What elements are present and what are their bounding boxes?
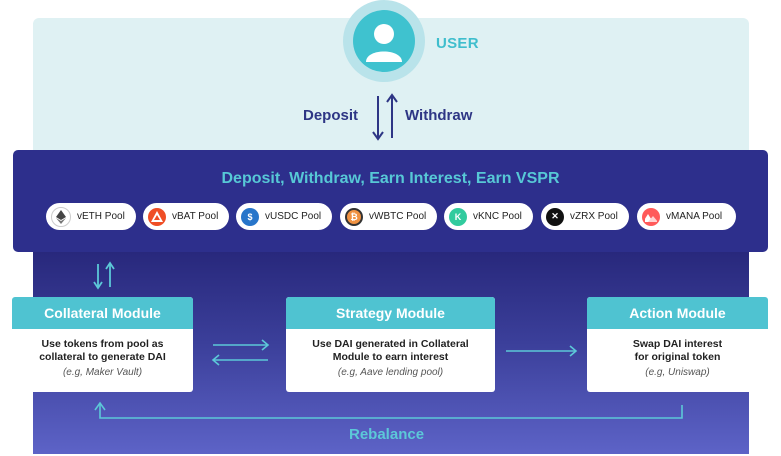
module-description: Use tokens from pool as collateral to ge… bbox=[12, 338, 193, 364]
action-module: Action Module Swap DAI interest for orig… bbox=[587, 297, 768, 392]
pool-list: vETH Pool vBAT Pool $ vUSDC Pool ₿ vWBTC… bbox=[43, 203, 743, 231]
pool-label: vZRX Pool bbox=[570, 211, 618, 222]
pool-band bbox=[13, 150, 768, 252]
pool-veth: vETH Pool bbox=[46, 203, 136, 230]
module-description-line: collateral to generate DAI bbox=[39, 351, 166, 363]
module-title: Collateral Module bbox=[12, 297, 193, 329]
user-avatar bbox=[353, 10, 415, 72]
zrx-icon: ✕ bbox=[546, 207, 564, 226]
pool-collateral-arrows-icon bbox=[93, 261, 115, 290]
module-title: Action Module bbox=[587, 297, 768, 329]
module-description: Swap DAI interest for original token bbox=[587, 338, 768, 364]
module-description-line: for original token bbox=[634, 351, 721, 363]
user-icon bbox=[366, 24, 402, 62]
pool-label: vBAT Pool bbox=[172, 211, 219, 222]
module-description-line: Use DAI generated in Collateral bbox=[312, 338, 469, 350]
collateral-module: Collateral Module Use tokens from pool a… bbox=[12, 297, 193, 392]
module-title: Strategy Module bbox=[286, 297, 495, 329]
knc-icon: K bbox=[449, 207, 467, 226]
usdc-icon: $ bbox=[241, 207, 259, 226]
pool-vzrx: ✕ vZRX Pool bbox=[541, 203, 629, 230]
pool-label: vKNC Pool bbox=[473, 211, 522, 222]
pool-label: vUSDC Pool bbox=[265, 211, 322, 222]
mana-icon bbox=[642, 207, 660, 226]
ethereum-icon bbox=[51, 206, 71, 227]
module-example: (e.g, Maker Vault) bbox=[62, 367, 143, 378]
rebalance-label: Rebalance bbox=[349, 426, 425, 443]
pool-label: vWBTC Pool bbox=[369, 211, 427, 222]
user-label: USER bbox=[436, 35, 479, 52]
module-example: (e.g, Aave lending pool) bbox=[337, 367, 444, 378]
pool-vmana: vMANA Pool bbox=[637, 203, 736, 230]
pool-label: vETH Pool bbox=[77, 211, 125, 222]
pool-vknc: K vKNC Pool bbox=[444, 203, 533, 230]
deposit-withdraw-arrows-icon bbox=[372, 93, 398, 141]
module-example: (e.g, Uniswap) bbox=[645, 367, 710, 378]
withdraw-label: Withdraw bbox=[405, 107, 473, 124]
pool-band-title: Deposit, Withdraw, Earn Interest, Earn V… bbox=[221, 170, 560, 187]
pool-label: vMANA Pool bbox=[666, 211, 723, 222]
pool-vbat: vBAT Pool bbox=[143, 203, 229, 230]
strategy-module: Strategy Module Use DAI generated in Col… bbox=[286, 297, 495, 392]
bat-icon bbox=[148, 207, 166, 226]
module-description-line: Use tokens from pool as bbox=[41, 338, 164, 350]
wbtc-icon: ₿ bbox=[345, 207, 363, 226]
deposit-label: Deposit bbox=[303, 107, 359, 124]
module-description: Use DAI generated in Collateral Module t… bbox=[286, 338, 495, 364]
pool-vusdc: $ vUSDC Pool bbox=[236, 203, 332, 230]
pool-vwbtc: ₿ vWBTC Pool bbox=[340, 203, 437, 230]
module-description-line: Swap DAI interest bbox=[632, 338, 723, 350]
module-description-line: Module to earn interest bbox=[332, 351, 449, 363]
